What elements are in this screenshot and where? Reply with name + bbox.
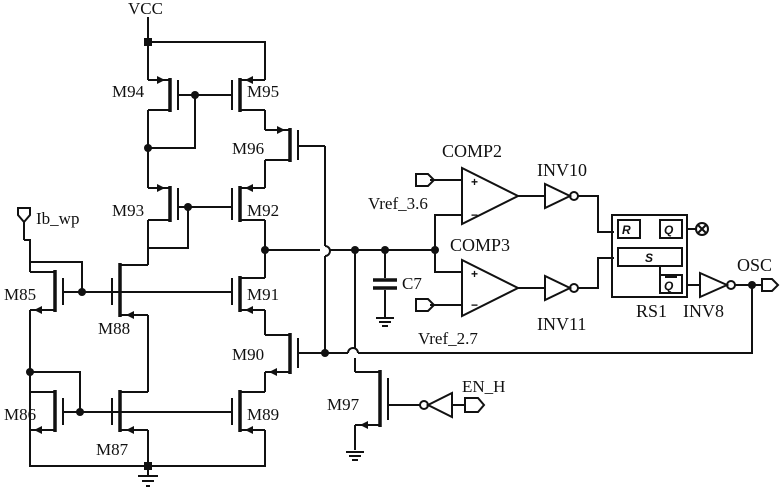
m94-label: M94 bbox=[112, 82, 145, 101]
en-h-buffer bbox=[419, 391, 486, 419]
m93-label: M93 bbox=[112, 201, 144, 220]
transistor-m85 bbox=[30, 270, 82, 314]
transistor-m91 bbox=[112, 276, 265, 314]
feedback-wires bbox=[321, 146, 753, 357]
transistor-m95 bbox=[195, 76, 265, 112]
comparator-comp3 bbox=[415, 250, 545, 318]
inverter-inv8 bbox=[699, 271, 762, 299]
m89-label: M89 bbox=[247, 405, 279, 424]
m92-label: M92 bbox=[247, 201, 279, 220]
capacitor-c7 bbox=[373, 250, 397, 327]
transistor-m93 bbox=[148, 184, 188, 222]
vcc-label: VCC bbox=[128, 0, 163, 18]
m87-label: M87 bbox=[96, 440, 129, 459]
comp3-label: COMP3 bbox=[450, 235, 510, 255]
rs1-s-pin: S bbox=[645, 251, 653, 265]
comp2-plus: + bbox=[471, 175, 478, 189]
transistor-m89 bbox=[112, 390, 265, 434]
m97-label: M97 bbox=[327, 395, 360, 414]
en-h-label: EN_H bbox=[462, 377, 505, 396]
transistor-m96 bbox=[265, 126, 325, 162]
no-connect-icon bbox=[695, 222, 709, 236]
inverter-inv11 bbox=[544, 257, 614, 302]
m96-label: M96 bbox=[232, 139, 264, 158]
rs1-label: RS1 bbox=[636, 301, 667, 321]
m91-label: M91 bbox=[247, 285, 279, 304]
osc-label: OSC bbox=[737, 255, 772, 275]
rs-latch-rs1 bbox=[611, 214, 700, 298]
ib-wp-label: Ib_wp bbox=[36, 209, 79, 228]
vref-3-6-label: Vref_3.6 bbox=[368, 194, 428, 213]
ground-icon bbox=[138, 475, 158, 487]
comparator-comp2 bbox=[415, 166, 545, 250]
comp2-minus: − bbox=[471, 208, 478, 222]
transistor-m90 bbox=[265, 333, 325, 376]
vcc-rail bbox=[144, 17, 266, 80]
transistor-m92 bbox=[188, 184, 265, 222]
transistor-m86 bbox=[30, 390, 80, 434]
inv10-label: INV10 bbox=[537, 160, 587, 180]
m85-label: M85 bbox=[4, 285, 36, 304]
rs1-q-pin: Q bbox=[664, 223, 674, 237]
m90-label: M90 bbox=[232, 345, 264, 364]
osc-output-port bbox=[761, 278, 780, 292]
rs1-r-pin: R bbox=[622, 223, 631, 237]
comp3-minus: − bbox=[471, 298, 478, 312]
comp2-label: COMP2 bbox=[442, 141, 502, 161]
inv8-label: INV8 bbox=[683, 301, 724, 321]
rs1-qbar-pin: Q bbox=[664, 279, 674, 293]
m86-label: M86 bbox=[4, 405, 36, 424]
m88-label: M88 bbox=[98, 319, 130, 338]
inv11-label: INV11 bbox=[537, 314, 586, 334]
m95-label: M95 bbox=[247, 82, 279, 101]
transistor-m94 bbox=[148, 76, 195, 112]
inverter-inv10 bbox=[544, 182, 614, 233]
transistor-m97 bbox=[346, 370, 420, 461]
transistor-m88 bbox=[82, 263, 148, 319]
vref-2-7-label: Vref_2.7 bbox=[418, 329, 478, 348]
c7-label: C7 bbox=[402, 274, 422, 293]
comp3-plus: + bbox=[471, 267, 478, 281]
ib-wp-input bbox=[17, 207, 31, 262]
